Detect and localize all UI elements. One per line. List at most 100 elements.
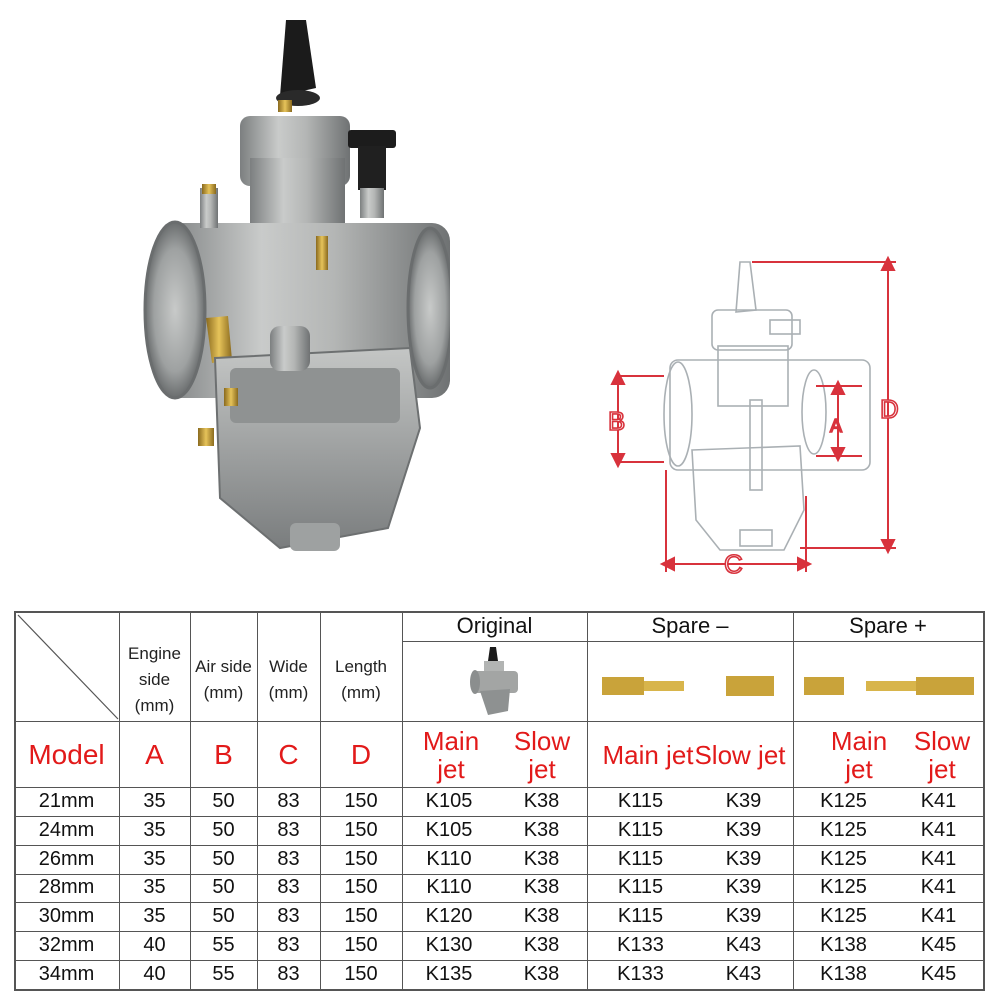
spare-minus-main-jet-header: Main jet: [602, 739, 694, 770]
diagram-label-b: B: [608, 406, 625, 436]
cell-model: 26mm: [38, 847, 95, 870]
original-group-header: Original: [456, 613, 533, 638]
cell-spare-plus-main-jet: K125: [820, 789, 867, 812]
cell-spare-minus-main-jet: K115: [617, 876, 664, 899]
cell-a: 35: [143, 789, 166, 812]
cell-orig-main-jet: K110: [426, 876, 472, 899]
cell-b: 50: [212, 818, 235, 841]
cell-model: 34mm: [38, 963, 95, 986]
corner-diagonal: [17, 614, 119, 720]
cell-spare-minus-slow-jet: K39: [725, 876, 762, 899]
cell-spare-plus-main-jet: K138: [820, 934, 867, 957]
cell-b: 50: [212, 847, 235, 870]
spare-plus-group-header: Spare +: [849, 613, 927, 638]
carburetor-photo: [143, 20, 450, 551]
diagram-label-a: A: [830, 416, 842, 436]
cell-b: 55: [212, 963, 235, 986]
cell-c: 83: [277, 789, 300, 812]
original-main-jet-header: Main jet: [422, 725, 480, 784]
cell-orig-main-jet: K105: [425, 789, 473, 812]
cell-spare-minus-slow-jet: K43: [725, 963, 762, 986]
cell-a: 35: [143, 847, 166, 870]
cell-spare-minus-main-jet: K115: [617, 818, 664, 841]
cell-orig-slow-jet: K38: [523, 934, 560, 957]
cell-orig-main-jet: K120: [425, 905, 473, 928]
cell-spare-minus-main-jet: K133: [617, 963, 664, 986]
spare-plus-main-jet-header: Main jet: [830, 725, 888, 784]
cell-a: 35: [143, 876, 166, 899]
a-header: A: [145, 738, 164, 770]
cell-spare-plus-main-jet: K125: [820, 905, 867, 928]
spare-minus-jets-thumbnail: [602, 676, 774, 696]
cell-spare-minus-slow-jet: K43: [725, 934, 762, 957]
cell-orig-main-jet: K135: [425, 963, 473, 986]
cell-orig-slow-jet: K38: [523, 876, 560, 899]
table-row: 28mm 35 50 83 150 K110 K38 K115 K39 K125 K41: [14, 873, 985, 903]
cell-model: 21mm: [38, 789, 95, 812]
spare-plus-slow-jet-header: Slow jet: [913, 725, 971, 784]
cell-orig-main-jet: K105: [425, 818, 473, 841]
cell-orig-slow-jet: K38: [523, 847, 560, 870]
wide-header: Wide (mm): [268, 657, 309, 702]
cell-spare-plus-slow-jet: K41: [920, 818, 957, 841]
length-header: Length (mm): [335, 657, 387, 702]
spare-plus-jets-thumbnail: [804, 677, 974, 695]
cell-orig-slow-jet: K38: [523, 905, 560, 928]
cell-model: 28mm: [38, 876, 95, 899]
cell-spare-minus-main-jet: K115: [617, 847, 664, 870]
cell-spare-minus-main-jet: K115: [617, 905, 664, 928]
model-header: Model: [28, 738, 105, 770]
cell-d: 150: [344, 934, 378, 957]
cell-spare-minus-main-jet: K133: [617, 934, 664, 957]
cell-c: 83: [277, 905, 300, 928]
cell-orig-slow-jet: K38: [523, 818, 560, 841]
cell-d: 150: [344, 789, 378, 812]
cell-spare-plus-main-jet: K125: [820, 818, 867, 841]
cell-spare-plus-slow-jet: K45: [920, 963, 957, 986]
cell-spare-plus-slow-jet: K41: [920, 847, 957, 870]
cell-a: 35: [143, 818, 166, 841]
spec-table: Engine side (mm) Air side (mm) Wide (mm)…: [14, 611, 985, 991]
cell-orig-main-jet: K110: [426, 847, 472, 870]
cell-orig-slow-jet: K38: [523, 963, 560, 986]
table-row: 24mm 35 50 83 150 K105 K38 K115 K39 K125 K41: [14, 815, 985, 845]
d-header: D: [350, 738, 372, 770]
cell-orig-slow-jet: K38: [523, 789, 560, 812]
cell-c: 83: [277, 934, 300, 957]
cell-b: 50: [212, 876, 235, 899]
cell-d: 150: [344, 818, 378, 841]
cell-c: 83: [277, 876, 300, 899]
spare-minus-slow-jet-header: Slow jet: [694, 739, 786, 770]
cell-c: 83: [277, 847, 300, 870]
cell-spare-minus-slow-jet: K39: [725, 818, 762, 841]
cell-spare-plus-main-jet: K125: [820, 876, 867, 899]
cell-model: 24mm: [38, 818, 95, 841]
cell-spare-plus-slow-jet: K41: [920, 789, 957, 812]
cell-a: 35: [143, 905, 166, 928]
cell-a: 40: [143, 934, 166, 957]
cell-d: 150: [344, 847, 378, 870]
cell-spare-plus-slow-jet: K41: [920, 876, 957, 899]
cell-spare-plus-main-jet: K125: [820, 847, 867, 870]
original-slow-jet-header: Slow jet: [513, 725, 571, 784]
spare-minus-group-header: Spare –: [651, 613, 729, 638]
cell-d: 150: [344, 963, 378, 986]
cell-model: 30mm: [38, 905, 95, 928]
cell-d: 150: [344, 876, 378, 899]
cell-orig-main-jet: K130: [425, 934, 473, 957]
cell-spare-plus-main-jet: K138: [820, 963, 867, 986]
dimension-diagram: B A D C: [607, 255, 900, 580]
diagram-label-d: D: [880, 394, 899, 424]
cell-b: 55: [212, 934, 235, 957]
b-header: B: [214, 738, 233, 770]
air-side-header: Air side (mm): [195, 657, 252, 702]
cell-a: 40: [143, 963, 166, 986]
cell-c: 83: [277, 818, 300, 841]
cell-d: 150: [344, 905, 378, 928]
cell-model: 32mm: [38, 934, 95, 957]
